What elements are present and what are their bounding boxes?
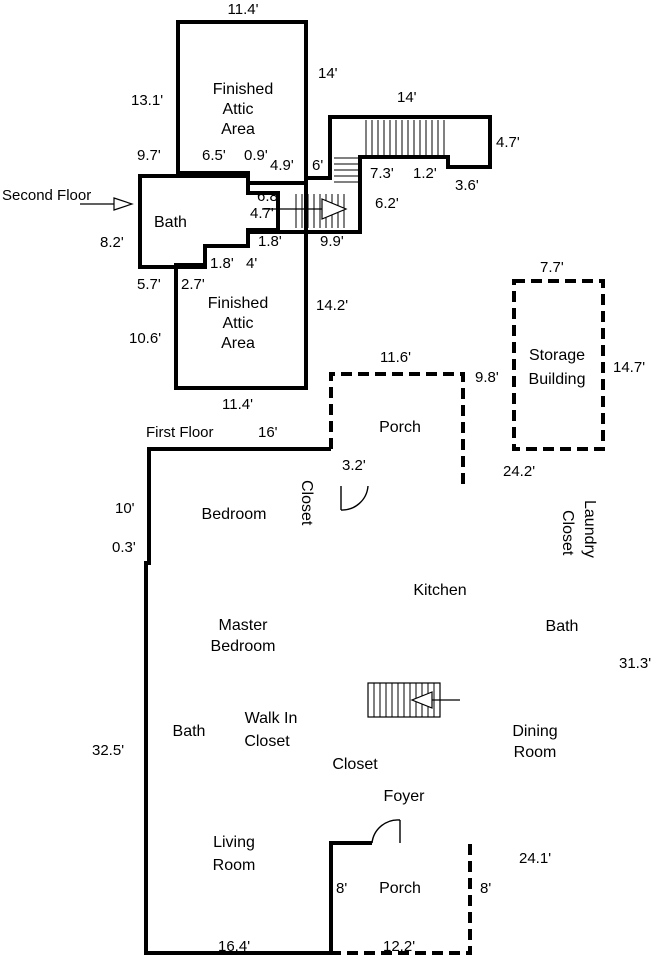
master-bedroom-label-2: Bedroom	[211, 638, 276, 655]
second-floor-label: Second Floor	[2, 187, 91, 204]
dimension-label: 9.8'	[475, 369, 499, 386]
foyer-label: Foyer	[384, 788, 426, 805]
dimension-label: 11.6'	[380, 349, 411, 366]
dimension-label: 12.2'	[383, 938, 415, 955]
dimension-label: 6'	[312, 157, 323, 174]
dimension-label: 11.4'	[228, 1, 259, 18]
upper-bath-label: Bath	[154, 214, 187, 231]
dimension-label: 6.8'	[257, 188, 281, 205]
living-room-label-1: Living	[213, 834, 255, 851]
closet-door-icon	[340, 485, 369, 511]
dimension-label: 4.7'	[250, 205, 274, 222]
closet-center-label: Closet	[332, 756, 378, 773]
porch-top-outline	[329, 372, 465, 486]
dimension-label: 14'	[318, 65, 338, 82]
first-floor-stair	[367, 682, 460, 718]
dimension-label: 1.8'	[258, 233, 282, 250]
dimension-label: 8.2'	[100, 234, 124, 251]
bath-left-label: Bath	[173, 723, 206, 740]
bath-right-label: Bath	[546, 618, 579, 635]
dimension-label: 7.7'	[540, 259, 564, 276]
laundry-label-1: Laundry	[581, 500, 598, 558]
dimension-label: 6.5'	[202, 147, 226, 164]
living-room-label-2: Room	[213, 857, 256, 874]
kitchen-label: Kitchen	[413, 582, 466, 599]
dining-room-label-2: Room	[514, 744, 557, 761]
attic-area-bottom-walls	[174, 230, 308, 390]
attic-top-label-3: Area	[221, 121, 255, 138]
dimension-label: 11.4'	[222, 396, 253, 413]
dimension-label: 1.8'	[210, 255, 234, 272]
laundry-label-2: Closet	[559, 510, 576, 556]
porch-bottom-label: Porch	[379, 880, 421, 897]
dimension-label: 1.2'	[413, 165, 437, 182]
foyer-door-icon	[371, 819, 401, 844]
dimension-label: 14.7'	[613, 359, 645, 376]
dimension-label: 16'	[258, 424, 278, 441]
dimension-label: 7.3'	[370, 165, 394, 182]
dimension-label: 24.1'	[519, 850, 551, 867]
dimension-label: 4.9'	[270, 157, 294, 174]
dimension-label: 8'	[480, 880, 491, 897]
dimension-label: 3.6'	[455, 177, 479, 194]
dining-room-label-1: Dining	[512, 723, 557, 740]
dimension-label: 10'	[115, 500, 135, 517]
storage-label-1: Storage	[529, 347, 585, 364]
dimension-label: 6.2'	[375, 195, 399, 212]
dimension-label: 31.3'	[619, 655, 651, 672]
dimension-label: 32.5'	[92, 742, 124, 759]
porch-bottom-outline	[329, 843, 472, 955]
dimension-label: 9.7'	[137, 147, 161, 164]
dimension-label: 13.1'	[131, 92, 163, 109]
attic-bottom-label-1: Finished	[208, 295, 268, 312]
second-floor-pointer-icon	[80, 197, 134, 211]
upper-stair	[295, 120, 445, 228]
first-floor-walls	[144, 447, 372, 955]
attic-bottom-label-3: Area	[221, 335, 255, 352]
attic-top-label-1: Finished	[213, 81, 273, 98]
porch-top-label: Porch	[379, 419, 421, 436]
stair-hall-walls	[304, 115, 492, 234]
bedroom-label: Bedroom	[202, 506, 267, 523]
walk-in-closet-label-2: Closet	[244, 733, 290, 750]
dimension-label: 16.4'	[218, 938, 250, 955]
dimension-label: 24.2'	[503, 463, 535, 480]
dimension-label: 3.2'	[342, 457, 366, 474]
dimension-label: 4.7'	[496, 134, 520, 151]
attic-top-label-2: Attic	[222, 101, 253, 118]
dimension-label: 10.6'	[129, 330, 161, 347]
first-floor-label: First Floor	[146, 424, 214, 441]
closet-door-label: Closet	[298, 480, 315, 526]
stair-arrow-icon	[262, 198, 348, 220]
dimension-label: 0.3'	[112, 539, 136, 556]
master-bedroom-label-1: Master	[219, 617, 269, 634]
dimension-label: 0.9'	[244, 147, 268, 164]
dimension-label: 14'	[397, 89, 417, 106]
dimension-label: 5.7'	[137, 276, 161, 293]
dimension-label: 14.2'	[316, 297, 348, 314]
walk-in-closet-label-1: Walk In	[245, 710, 298, 727]
dimension-label: 9.9'	[320, 233, 344, 250]
storage-label-2: Building	[529, 371, 586, 388]
dimension-label: 8'	[336, 880, 347, 897]
dimension-label: 4'	[246, 255, 257, 272]
storage-building-outline	[512, 279, 605, 451]
dimension-label: 2.7'	[181, 276, 205, 293]
attic-bottom-label-2: Attic	[222, 315, 253, 332]
